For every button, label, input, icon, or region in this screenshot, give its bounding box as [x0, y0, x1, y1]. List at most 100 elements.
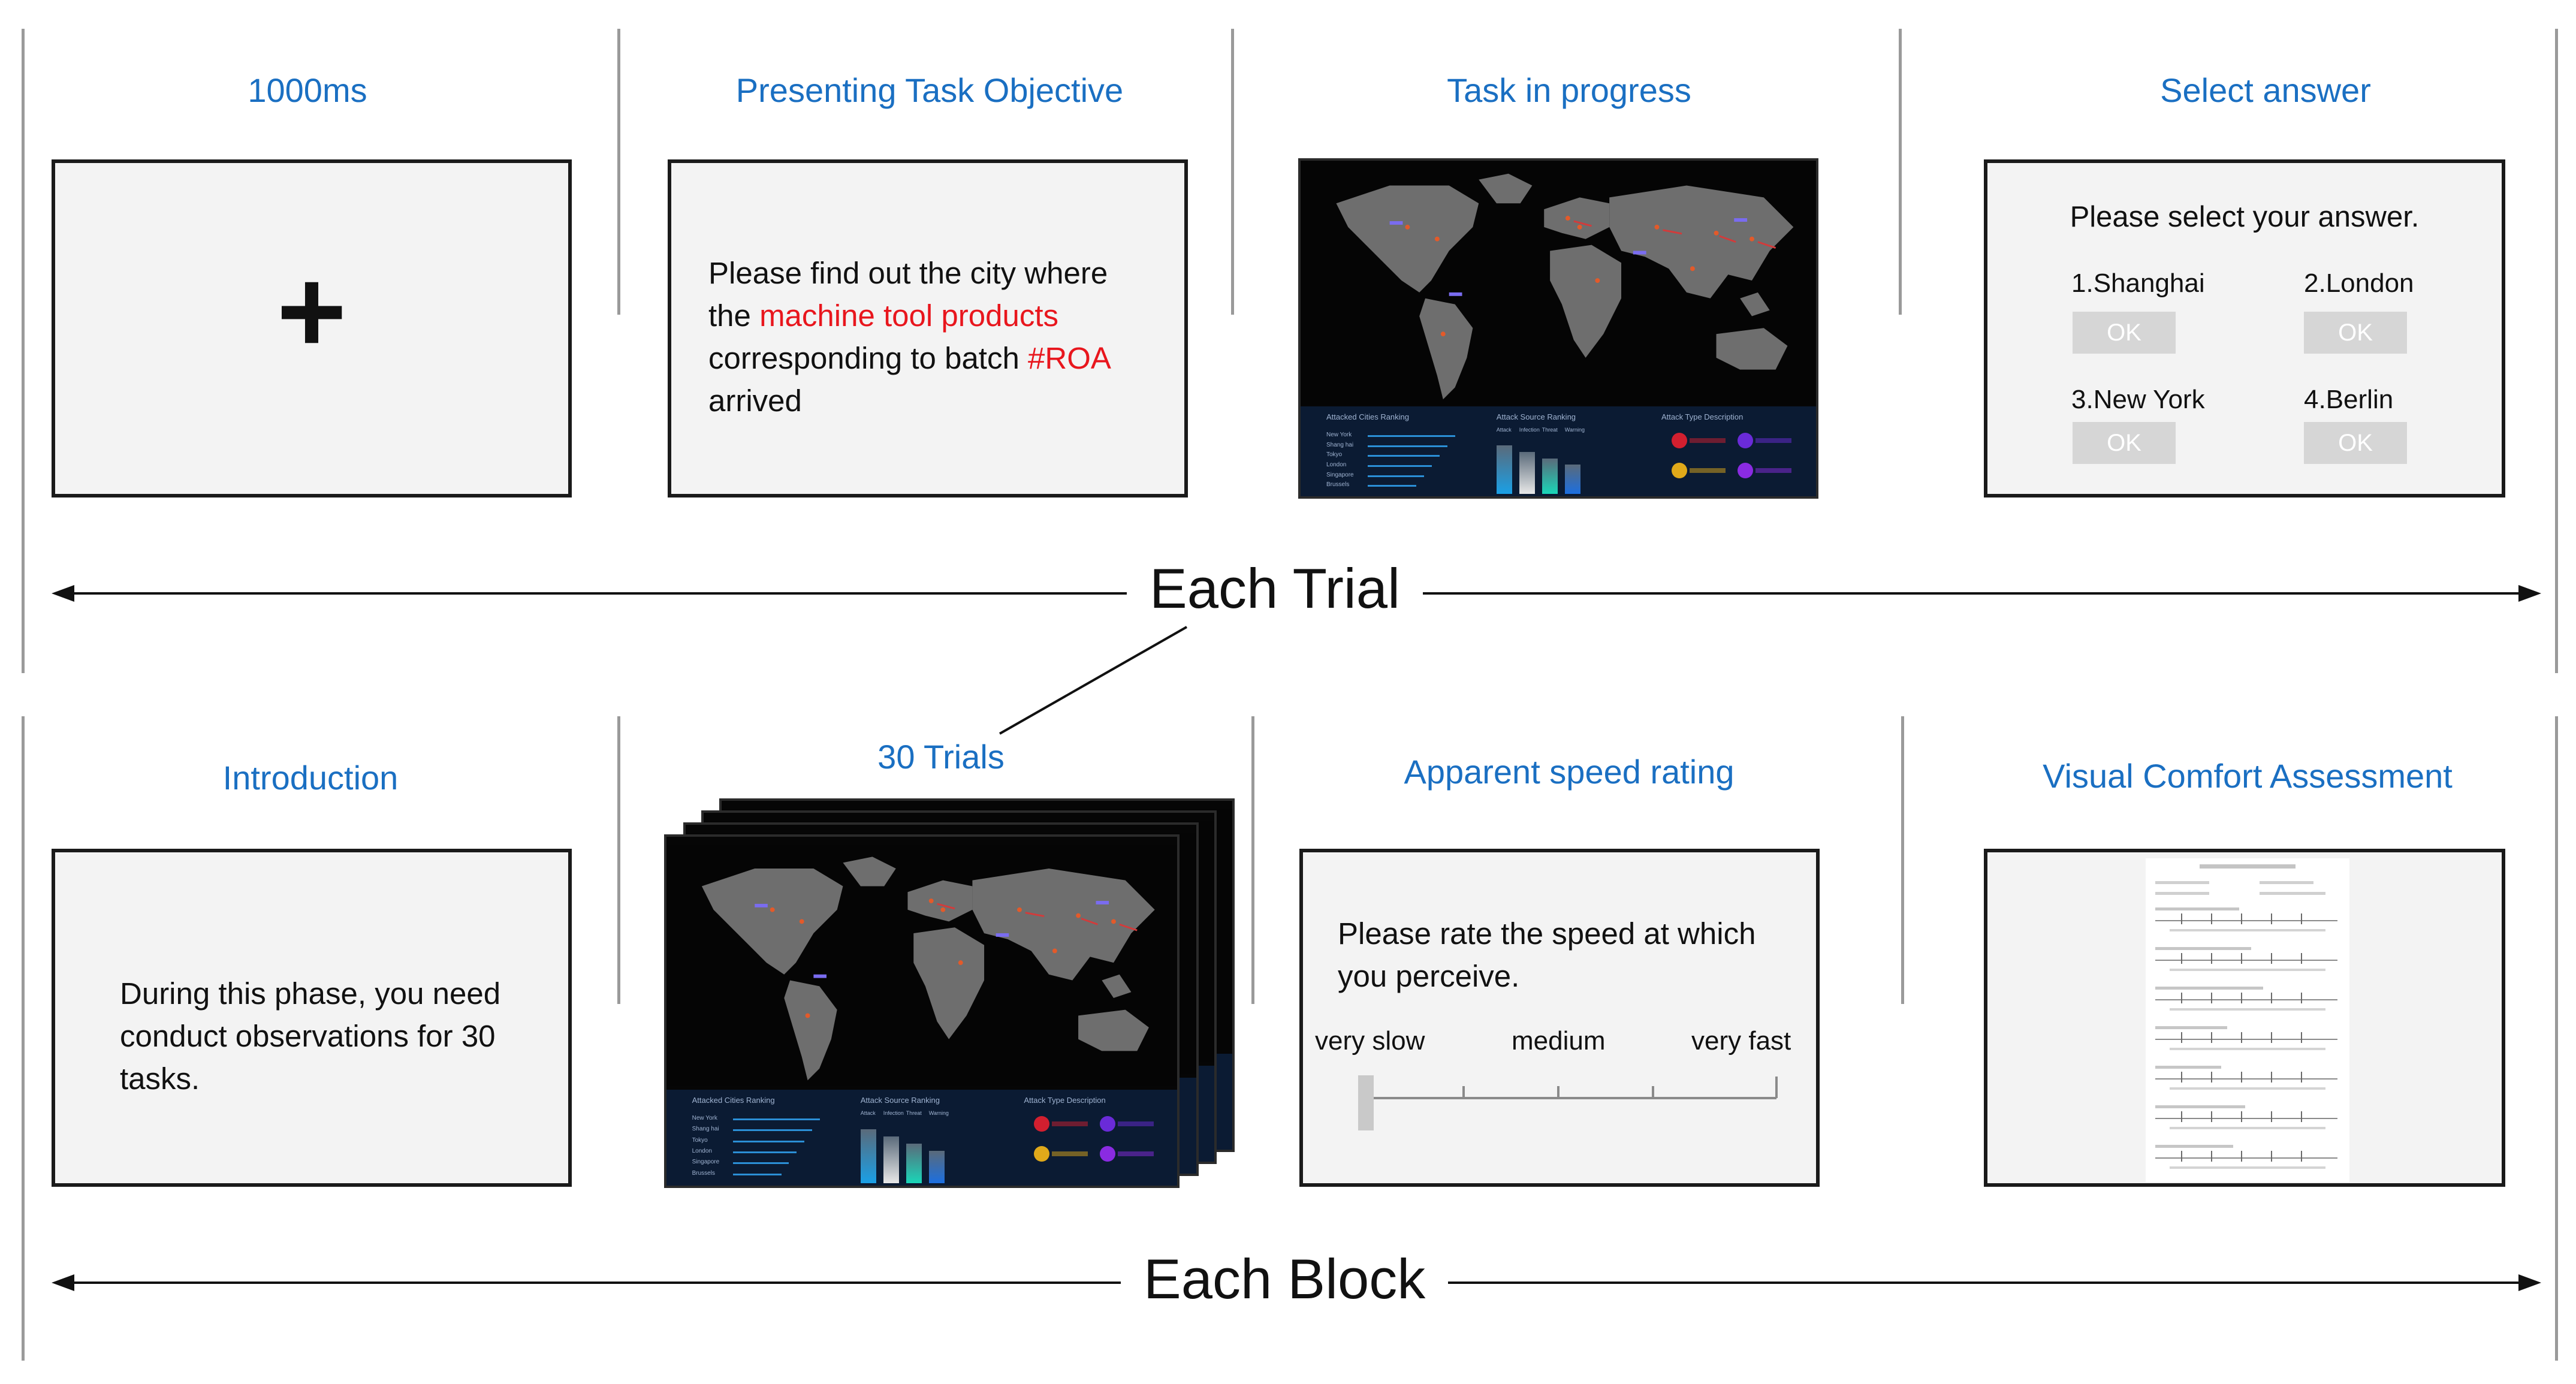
dashboard-type-dot — [1100, 1146, 1116, 1162]
dashboard-source-bar — [883, 1136, 899, 1183]
option-ok-button-1[interactable]: OK — [2073, 312, 2176, 354]
dashboard-type-dot — [1672, 463, 1688, 478]
speed-prompt-line-2: you perceive. — [1338, 959, 1520, 993]
fixation-cross: + — [276, 245, 347, 378]
dashboard-city-bar — [732, 1140, 805, 1142]
dashboard-source-label: Attack — [860, 1110, 876, 1116]
separator-1-bottom — [617, 716, 620, 1004]
dashboard-type-dot — [1100, 1116, 1116, 1132]
dashboard-city-bar — [732, 1173, 782, 1175]
dashboard-city: Singapore — [1326, 471, 1354, 478]
dashboard-city-bar — [1367, 455, 1440, 457]
dashboard-city: New York — [692, 1115, 717, 1121]
dashboard-type-dot — [1034, 1146, 1050, 1162]
attack-dashboard: Attacked Cities Ranking Attack Source Ran… — [1301, 406, 1816, 496]
comfort-title: Visual Comfort Assessment — [2043, 757, 2453, 795]
dashboard-city: Tokyo — [692, 1136, 708, 1144]
dashboard-section-types: Attack Type Description — [1661, 412, 1744, 421]
speed-slider-handle[interactable] — [1358, 1075, 1374, 1130]
introduction-line-1: During this phase, you need — [120, 976, 501, 1011]
trial-stack-card-1: Attacked Cities Ranking Attack Source Ran… — [664, 834, 1180, 1188]
dashboard-type-dot — [1738, 463, 1754, 478]
objective-title: Presenting Task Objective — [735, 71, 1124, 109]
option-label-4: 4.Berlin — [2304, 385, 2394, 414]
answer-prompt: Please select your answer. — [2070, 201, 2420, 233]
objective-text: Please find out the city where the machi… — [708, 252, 1176, 422]
dashboard-city-bar — [732, 1162, 789, 1165]
dashboard-source-bar — [1542, 458, 1558, 494]
objective-panel: Please find out the city where the machi… — [668, 159, 1188, 497]
trial-connector-line — [999, 626, 1187, 735]
dashboard-city: Singapore — [692, 1159, 720, 1166]
separator-left-bottom — [22, 716, 25, 1361]
separator-right-bottom — [2555, 716, 2558, 1361]
speed-prompt-line-1: Please rate the speed at which — [1338, 916, 1756, 951]
option-ok-button-2[interactable]: OK — [2304, 312, 2407, 354]
dashboard-section-sources: Attack Source Ranking — [860, 1096, 940, 1105]
dashboard-source-bar — [1519, 451, 1535, 494]
dashboard-type-bar — [1690, 438, 1726, 443]
dashboard-city-bar — [732, 1118, 820, 1120]
dashboard-type-bar — [1052, 1121, 1088, 1126]
scale-label-fast: very fast — [1691, 1026, 1791, 1056]
option-label-3: 3.New York — [2071, 385, 2205, 414]
dashboard-section-types: Attack Type Description — [1024, 1096, 1106, 1105]
dashboard-city: Brussels — [692, 1169, 715, 1177]
dashboard-type-bar — [1690, 468, 1726, 473]
dashboard-city-bar — [732, 1151, 797, 1153]
speed-scale — [1363, 1077, 1778, 1099]
introduction-line-3: tasks. — [120, 1062, 200, 1096]
dashboard-type-bar — [1755, 468, 1792, 473]
separator-left-top — [22, 29, 25, 673]
dashboard-source-label: Threat — [906, 1110, 922, 1116]
option-label-1: 1.Shanghai — [2071, 269, 2205, 298]
dashboard-source-label: Infection — [1519, 427, 1540, 433]
introduction-text: During this phase, you need conduct obse… — [120, 972, 563, 1100]
dashboard-city: New York — [1326, 432, 1352, 438]
dashboard-section-sources: Attack Source Ranking — [1496, 412, 1576, 421]
dashboard-section-cities: Attacked Cities Ranking — [1326, 412, 1410, 421]
speed-panel: Please rate the speed at which you perce… — [1299, 849, 1820, 1187]
separator-1-top — [617, 29, 620, 315]
objective-highlight-product: machine tool products — [759, 298, 1059, 333]
dashboard-city-bar — [1367, 475, 1425, 477]
dashboard-city: Shang hai — [692, 1126, 719, 1133]
objective-highlight-batch: #ROA — [1028, 341, 1111, 375]
dashboard-type-bar — [1118, 1151, 1154, 1156]
option-ok-button-4[interactable]: OK — [2304, 422, 2407, 464]
separator-3-bottom — [1901, 716, 1904, 1004]
dashboard-city: London — [1326, 462, 1347, 468]
introduction-title: Introduction — [222, 759, 399, 797]
dashboard-type-dot — [1034, 1116, 1050, 1132]
separator-right-top — [2555, 29, 2558, 673]
speed-prompt: Please rate the speed at which you perce… — [1338, 912, 1811, 997]
introduction-line-2: conduct observations for 30 — [120, 1019, 496, 1053]
objective-line-2: the machine tool products — [708, 298, 1059, 333]
dashboard-source-label: Warning — [1564, 427, 1585, 433]
comfort-panel — [1984, 849, 2505, 1187]
option-ok-button-3[interactable]: OK — [2073, 422, 2176, 464]
dashboard-section-cities: Attacked Cities Ranking — [692, 1096, 775, 1105]
dashboard-source-bar — [1564, 465, 1580, 494]
scale-label-medium: medium — [1512, 1026, 1606, 1056]
questionnaire-thumbnail — [2146, 858, 2349, 1182]
dashboard-city-bar — [1367, 435, 1455, 437]
objective-line-1: Please find out the city where — [708, 256, 1108, 290]
dashboard-source-bar — [906, 1144, 922, 1183]
answer-panel: Please select your answer. 1.Shanghai OK… — [1984, 159, 2505, 497]
dashboard-source-bar — [1496, 445, 1512, 494]
dashboard-city-bar — [1367, 445, 1448, 447]
introduction-panel: During this phase, you need conduct obse… — [52, 849, 572, 1187]
dashboard-source-label: Threat — [1542, 427, 1558, 433]
progress-title: Task in progress — [1447, 71, 1691, 109]
dashboard-type-dot — [1672, 433, 1688, 448]
separator-2-bottom — [1251, 716, 1254, 1004]
objective-line-4: arrived — [708, 384, 802, 418]
dashboard-type-bar — [1755, 438, 1792, 443]
each-block-label: Each Block — [1121, 1247, 1449, 1311]
dashboard-source-bar — [928, 1151, 945, 1183]
dashboard-city: Shang hai — [1326, 441, 1354, 448]
fixation-title: 1000ms — [248, 71, 367, 109]
dashboard-city: Tokyo — [1326, 451, 1343, 459]
dashboard-source-label: Attack — [1496, 427, 1512, 433]
